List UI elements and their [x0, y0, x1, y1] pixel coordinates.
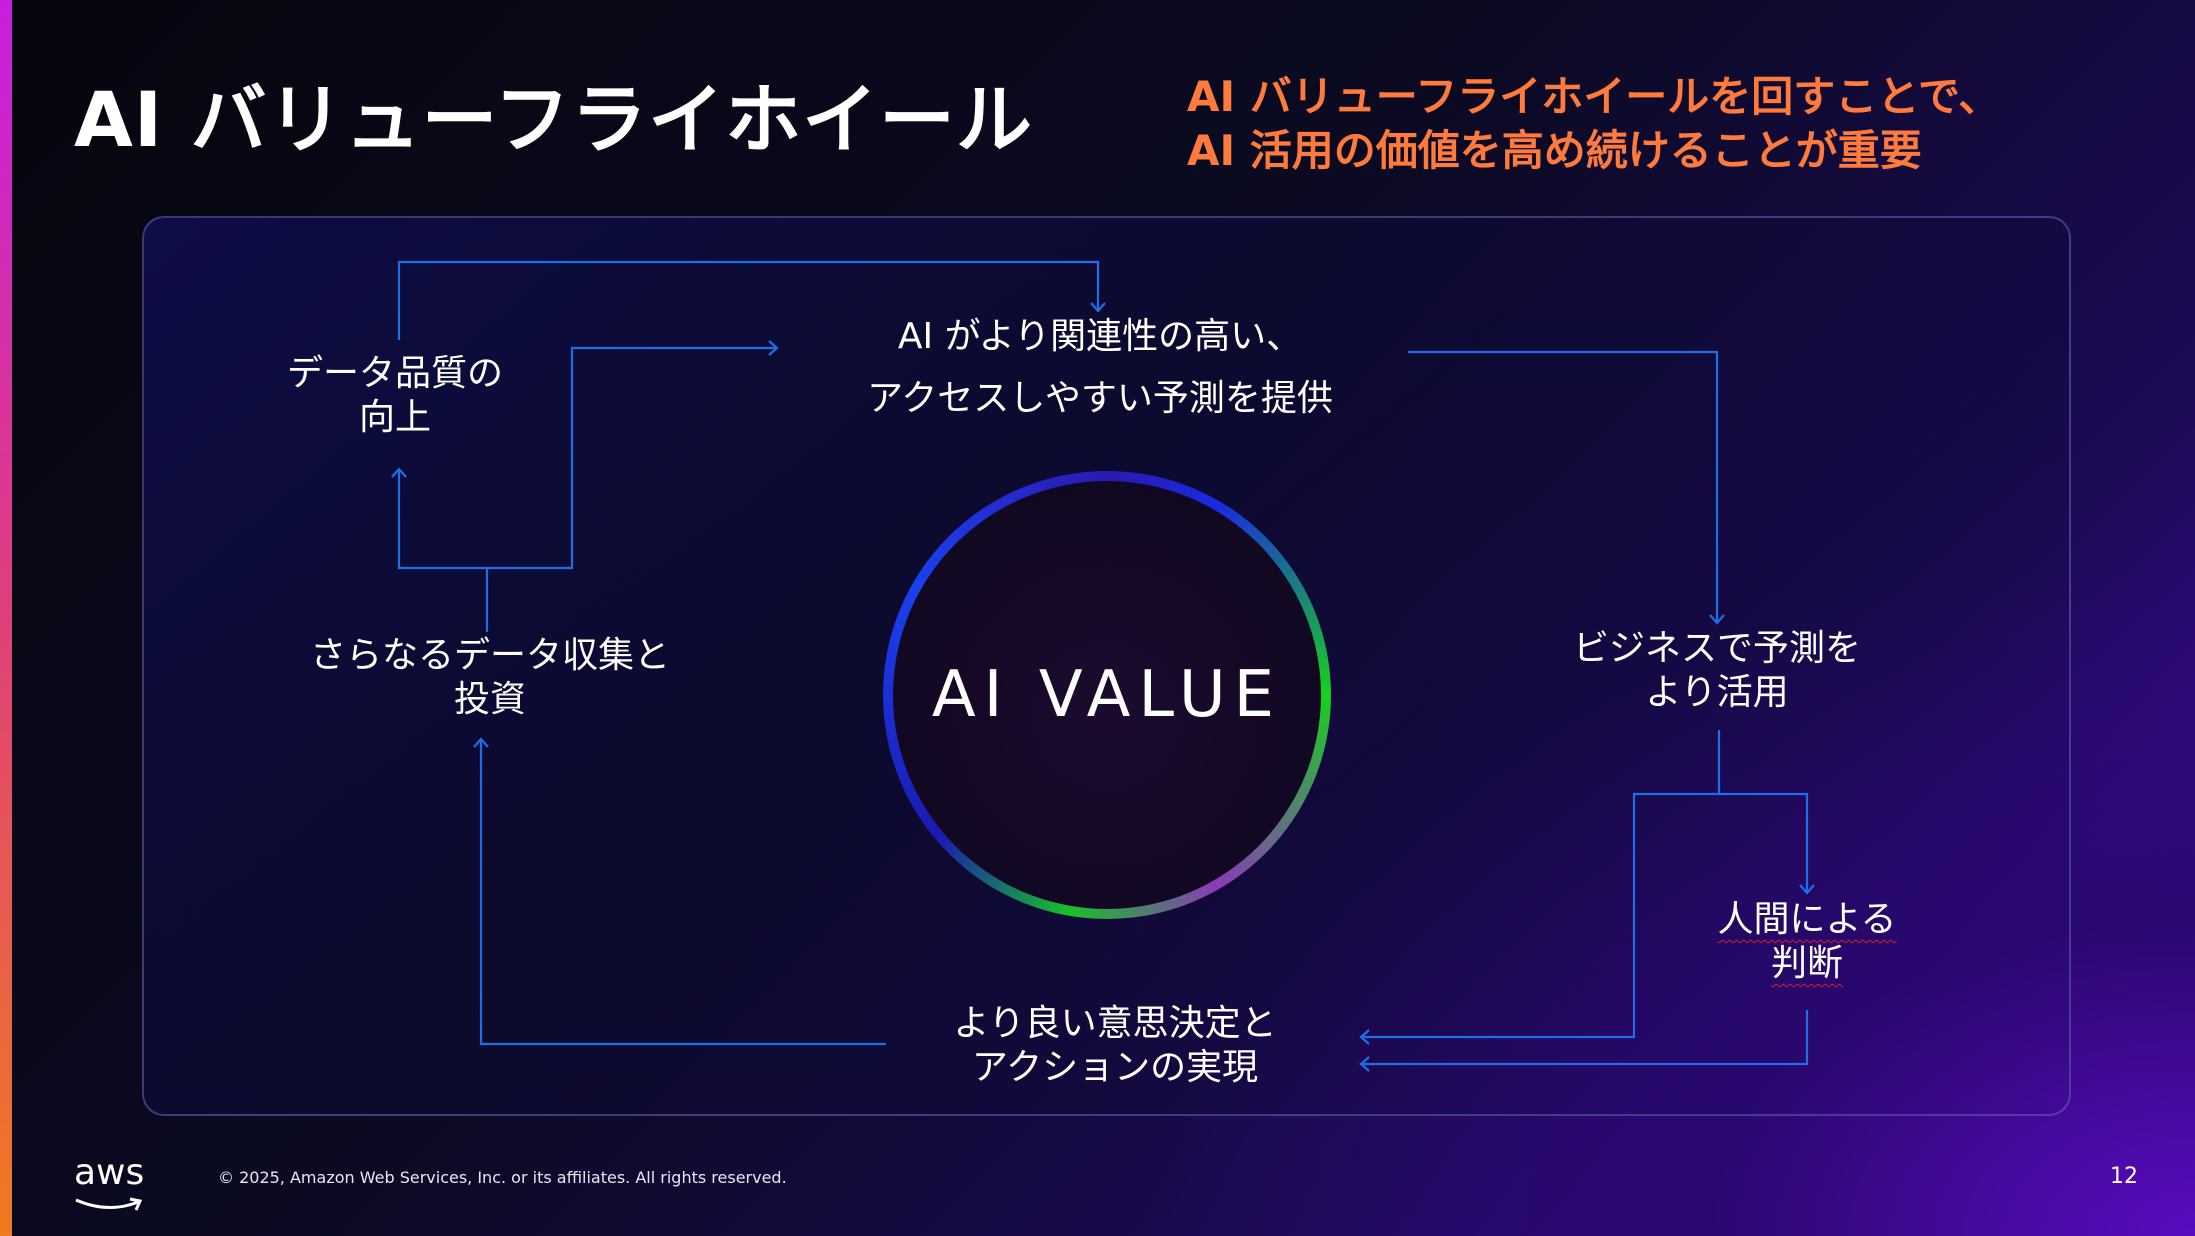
subtitle-line-1: AI バリューフライホイールを回すことで、 — [1187, 72, 2001, 121]
slide-subtitle: AI バリューフライホイールを回すことで、 AI 活用の価値を高め続けることが重… — [1187, 70, 2167, 178]
arrow-business-to-decision — [1359, 792, 1719, 1045]
arrow-collection-to-prediction — [485, 340, 779, 632]
arrow-business-to-human — [1717, 730, 1815, 895]
arrow-prediction-to-business — [1408, 350, 1725, 625]
node-data-quality: データ品質の 向上 — [260, 352, 530, 440]
node-data-collection: さらなるデータ収集と 投資 — [290, 634, 690, 722]
node-decision-line-1: より良い意思決定と — [953, 1003, 1277, 1044]
ai-value-ring-core — [893, 481, 1321, 909]
node-business-line-2: より活用 — [1645, 672, 1789, 713]
node-prediction-line-1: AI がより関連性の高い、 — [897, 316, 1303, 357]
node-prediction-line-2: アクセスしやすい予測を提供 — [867, 378, 1333, 419]
node-collection-line-1: さらなるデータ収集と — [309, 635, 670, 676]
node-better-decision: より良い意思決定と アクションの実現 — [925, 1002, 1305, 1090]
copyright-text: © 2025, Amazon Web Services, Inc. or its… — [218, 1168, 787, 1187]
node-human-line-1: 人間による — [1717, 899, 1897, 940]
node-quality-line-1: データ品質の — [286, 353, 503, 394]
subtitle-line-2: AI 活用の価値を高め続けることが重要 — [1187, 126, 1922, 175]
aws-logo-text: aws — [74, 1152, 145, 1193]
ai-value-label: AI VALUE — [931, 658, 1283, 732]
arrow-collection-to-quality — [391, 467, 487, 570]
aws-smile-icon — [75, 1197, 143, 1211]
node-human-line-2: 判断 — [1770, 943, 1843, 984]
node-human-judgment: 人間による 判断 — [1682, 898, 1932, 986]
node-business-line-1: ビジネスで予測を — [1572, 628, 1861, 669]
arrow-quality-to-prediction — [397, 260, 1106, 340]
slide-title: AI バリューフライホイール — [74, 75, 1033, 164]
node-prediction: AI がより関連性の高い、 アクセスしやすい予測を提供 — [850, 315, 1350, 421]
aws-logo: aws — [74, 1152, 145, 1211]
page-number: 12 — [2110, 1164, 2138, 1189]
node-quality-line-2: 向上 — [358, 397, 431, 438]
arrow-decision-to-collection — [473, 737, 886, 1046]
node-decision-line-2: アクションの実現 — [971, 1047, 1259, 1088]
node-business-use: ビジネスで予測を より活用 — [1547, 627, 1887, 715]
node-collection-line-2: 投資 — [453, 679, 526, 720]
ai-value-ring: AI VALUE — [883, 471, 1331, 919]
left-accent-bar — [0, 0, 12, 1236]
arrow-human-to-decision — [1359, 1010, 1809, 1072]
